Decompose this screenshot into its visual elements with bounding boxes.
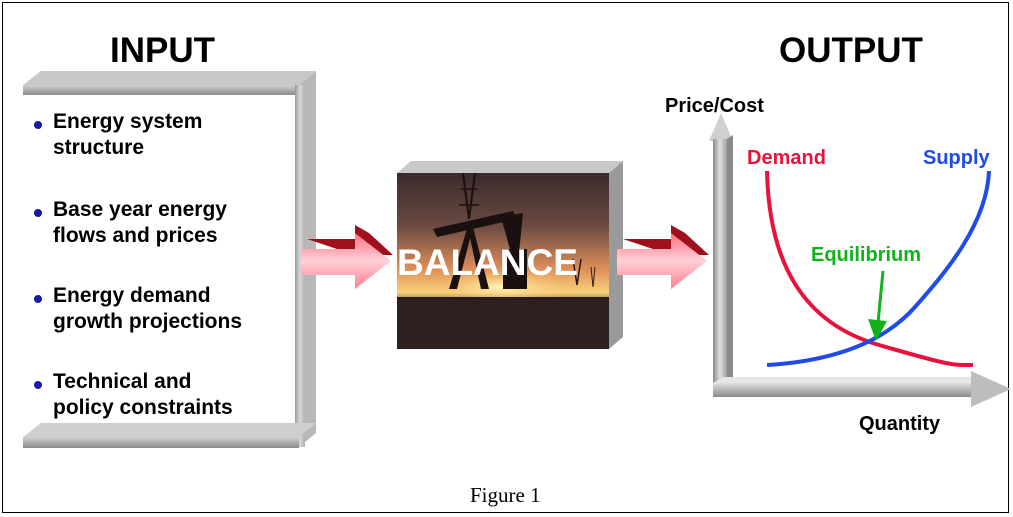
x-axis-label: Quantity <box>859 413 941 435</box>
bullet-dot <box>34 121 42 129</box>
bullet-dot <box>34 295 42 303</box>
input-item-2: Base year energy flows and prices <box>53 197 227 249</box>
y-axis-label: Price/Cost <box>665 95 764 117</box>
supply-demand-plot <box>709 113 1011 407</box>
input-item-4: Technical and policy constraints <box>53 369 233 421</box>
input-item-3-line2: growth projections <box>53 310 242 333</box>
demand-curve <box>765 170 974 368</box>
equilibrium-label: Equilibrium <box>811 244 921 266</box>
balance-label: BALANCE <box>397 242 578 283</box>
balance-box <box>397 161 623 349</box>
demand-label: Demand <box>747 147 826 169</box>
x-axis-arrow <box>713 371 1011 407</box>
input-item-4-line1: Technical and <box>53 370 192 393</box>
input-item-1-line2: structure <box>53 136 145 159</box>
input-item-2-line2: flows and prices <box>53 224 218 247</box>
input-heading: INPUT <box>110 31 215 70</box>
bullet-dot <box>34 381 42 389</box>
figure-caption: Figure 1 <box>470 483 541 507</box>
input-to-balance-arrow <box>301 225 393 289</box>
supply-label: Supply <box>923 147 990 169</box>
input-item-3-line1: Energy demand <box>53 284 211 307</box>
input-item-4-line2: policy constraints <box>53 396 233 419</box>
input-item-3: Energy demand growth projections <box>53 283 242 335</box>
bullet-dot <box>34 209 42 217</box>
output-heading: OUTPUT <box>779 31 923 70</box>
supply-curve <box>766 170 991 367</box>
equilibrium-arrow <box>868 270 887 341</box>
input-item-1-line1: Energy system <box>53 110 203 133</box>
y-axis-arrow <box>709 113 733 395</box>
input-item-1: Energy system structure <box>53 109 202 161</box>
balance-to-output-arrow <box>617 225 709 289</box>
input-item-2-line1: Base year energy <box>53 198 227 221</box>
